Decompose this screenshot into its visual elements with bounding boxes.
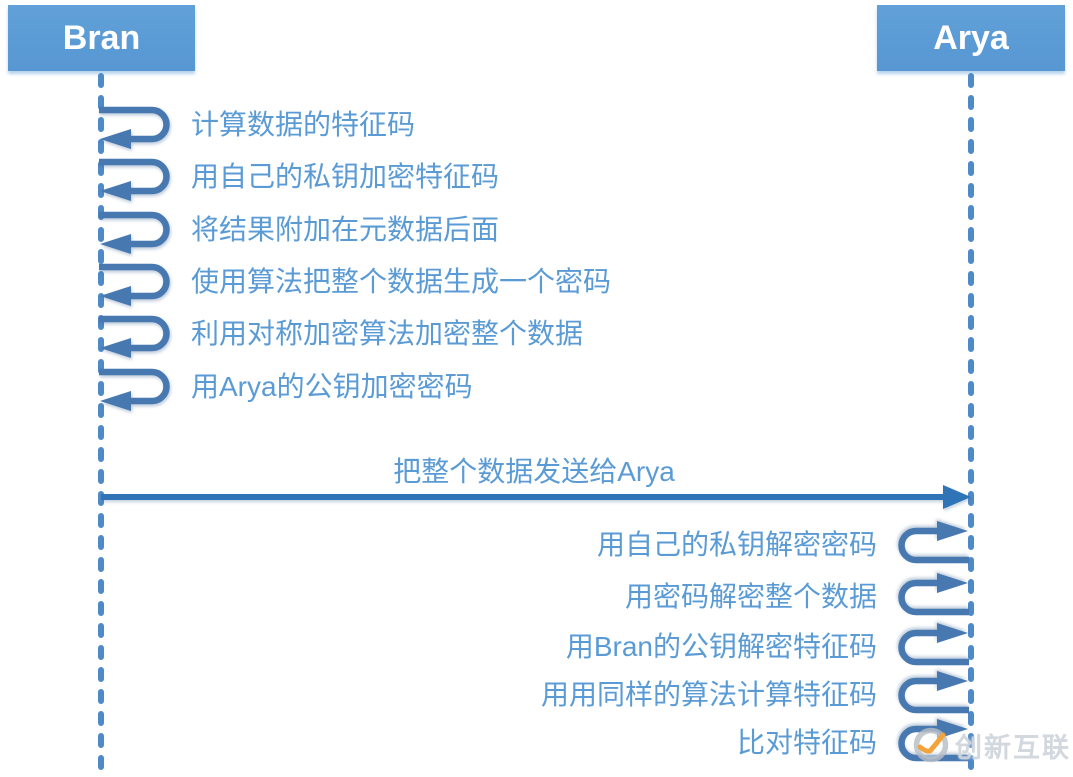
self-message-label: 用自己的私钥加密特征码 (191, 161, 500, 192)
self-loop-arrow-icon (99, 211, 170, 254)
self-message-label: 利用对称加密算法加密整个数据 (191, 318, 584, 349)
self-message-row: 计算数据的特征码 (97, 100, 415, 150)
self-message-label: 用自己的私钥解密密码 (596, 529, 877, 560)
self-loop-arrow-icon (99, 158, 170, 201)
self-message-row: 使用算法把整个数据生成一个密码 (97, 257, 611, 307)
self-message-row: 用自己的私钥解密密码 (597, 520, 971, 570)
self-message-label: 计算数据的特征码 (191, 109, 416, 140)
self-message-row: 将结果附加在元数据后面 (97, 205, 499, 255)
self-loop-arrow-icon (99, 106, 170, 149)
self-loop-arrow-icon (99, 263, 170, 306)
self-message-row: 用Arya的公钥加密密码 (97, 362, 473, 412)
actor-box-bran: Bran (8, 5, 195, 71)
self-loop-arrow-icon (898, 671, 969, 714)
actor-box-arya: Arya (877, 5, 1065, 71)
self-message-label: 用用同样的算法计算特征码 (540, 679, 877, 710)
self-message-label: 用密码解密整个数据 (624, 581, 877, 612)
self-message-label: 比对特征码 (736, 727, 877, 758)
self-loop-arrow-icon (99, 315, 170, 358)
watermark-label: 创新互联 (955, 732, 1071, 763)
lifeline-bran (98, 73, 104, 777)
self-loop-arrow-icon (898, 573, 969, 616)
self-message-label: 使用算法把整个数据生成一个密码 (191, 266, 612, 297)
self-message-row: 用密码解密整个数据 (625, 572, 971, 622)
self-message-row: 用Bran的公钥解密特征码 (566, 622, 971, 672)
self-message-row: 用用同样的算法计算特征码 (541, 670, 971, 720)
watermark-logo-icon (913, 727, 949, 763)
actor-label-bran: Bran (62, 18, 141, 57)
transfer-arrow-icon (101, 485, 971, 509)
self-loop-arrow-icon (898, 521, 969, 564)
lifeline-arya (968, 73, 974, 777)
self-message-row: 用自己的私钥加密特征码 (97, 152, 499, 202)
self-loop-arrow-icon (898, 623, 969, 666)
self-message-label: 用Arya的公钥加密密码 (191, 371, 473, 402)
self-message-label: 将结果附加在元数据后面 (191, 214, 500, 245)
self-message-label: 用Bran的公钥解密特征码 (565, 631, 877, 662)
actor-label-arya: Arya (933, 18, 1009, 57)
transfer-message-label: 把整个数据发送给Arya (393, 456, 675, 487)
self-message-row: 利用对称加密算法加密整个数据 (97, 309, 583, 359)
self-loop-arrow-icon (99, 368, 170, 411)
watermark: 创新互联 (912, 724, 1071, 766)
